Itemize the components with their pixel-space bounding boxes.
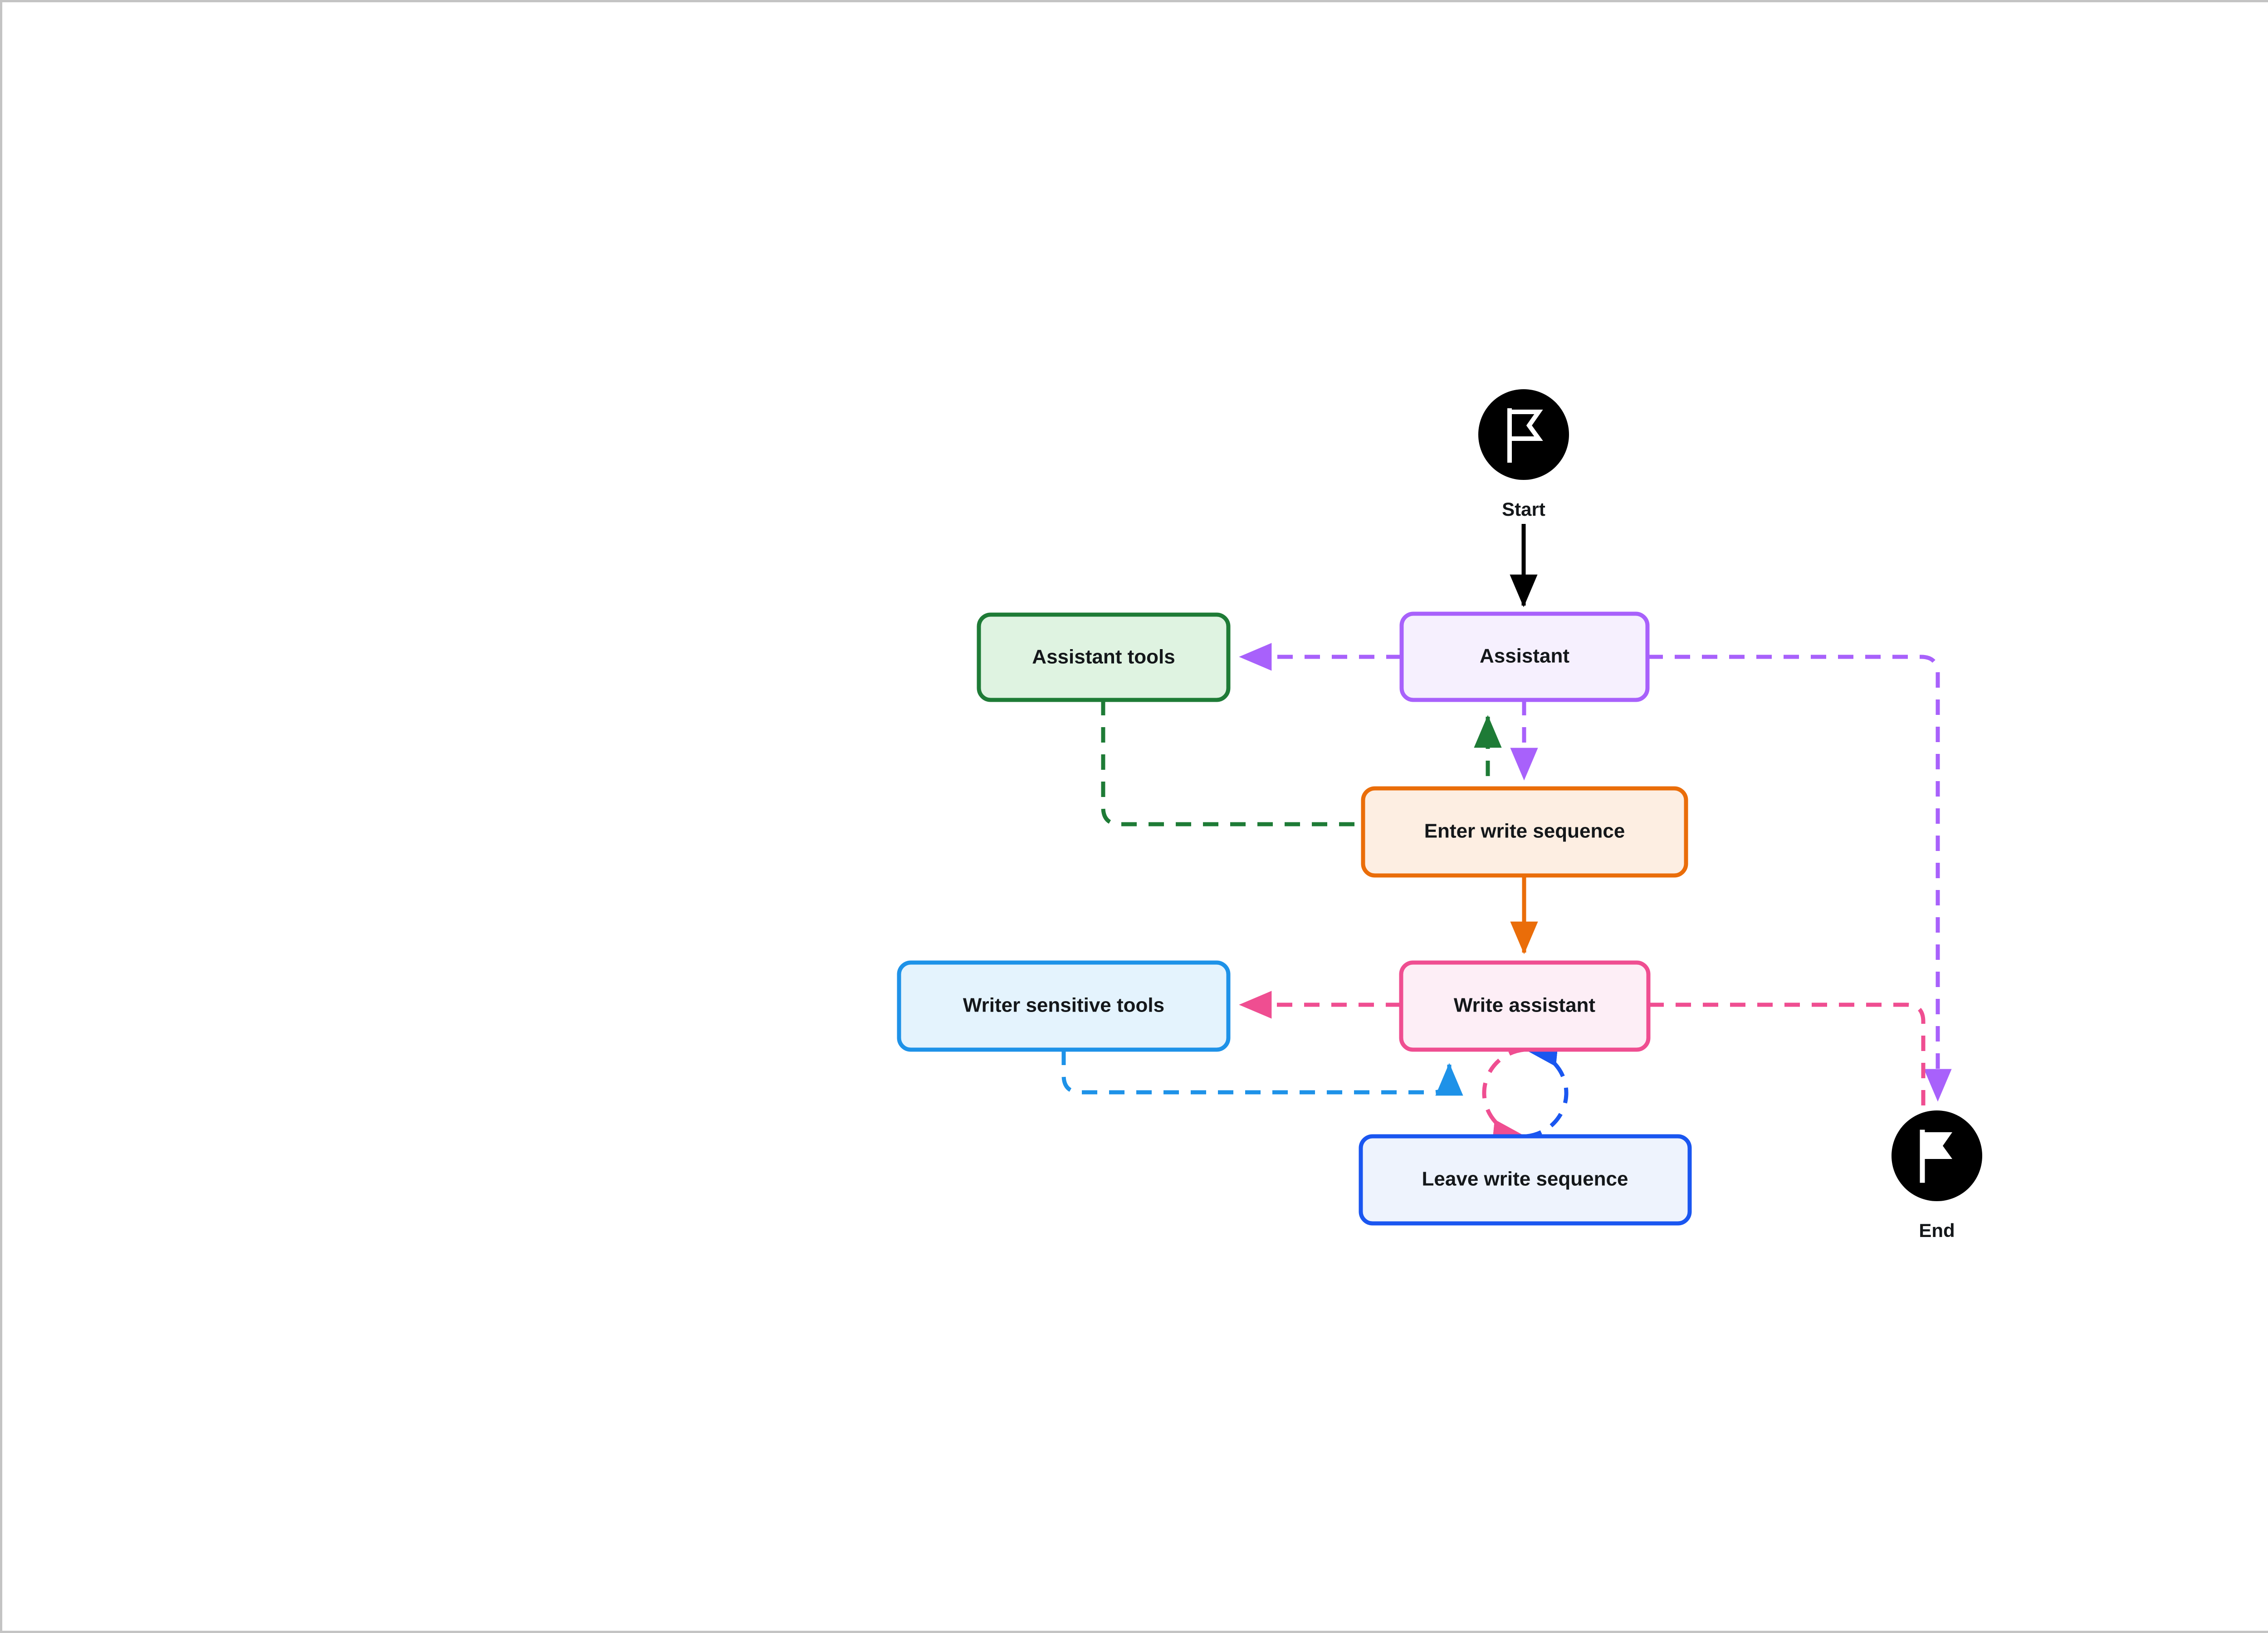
writer-sensitive-tools-box[interactable] xyxy=(897,960,1231,1052)
end-label: End xyxy=(1919,1220,1955,1241)
terminal-end[interactable]: End xyxy=(1892,1110,1982,1241)
node-leave-write-sequence[interactable]: Leave write sequence xyxy=(1359,1134,1692,1226)
start-label: Start xyxy=(1502,499,1545,520)
edge-assistant-tools-to-assistant xyxy=(1101,700,1502,826)
edge-leave-write-sequence-to-write-assistant xyxy=(1525,1039,1569,1139)
write-assistant-box[interactable] xyxy=(1399,960,1651,1052)
start-circle[interactable] xyxy=(1478,389,1569,480)
edge-assistant-to-end xyxy=(1647,655,1952,1102)
terminal-start[interactable]: Start xyxy=(1478,389,1569,520)
edge-write-assistant-to-end xyxy=(1648,1002,1926,1119)
edge-writer-sensitive-tools-to-write-assistant xyxy=(1061,1050,1463,1096)
node-assistant[interactable]: Assistant xyxy=(1399,611,1650,702)
node-assistant-tools[interactable]: Assistant tools xyxy=(977,612,1231,702)
flag-filled-icon xyxy=(1920,1129,1952,1183)
leave-write-sequence-box[interactable] xyxy=(1359,1134,1692,1226)
node-layer: Start End Assistant tools Assistant xyxy=(897,389,1982,1241)
assistant-box[interactable] xyxy=(1399,611,1650,702)
node-enter-write-sequence[interactable]: Enter write sequence xyxy=(1361,786,1688,878)
assistant-tools-box[interactable] xyxy=(977,612,1231,702)
node-writer-sensitive-tools[interactable]: Writer sensitive tools xyxy=(897,960,1231,1052)
edge-layer xyxy=(1061,524,1952,1147)
enter-write-sequence-box[interactable] xyxy=(1361,786,1688,878)
flag-outline-icon xyxy=(1507,408,1543,463)
node-write-assistant[interactable]: Write assistant xyxy=(1399,960,1651,1052)
edge-write-assistant-to-leave-write-sequence xyxy=(1482,1047,1526,1147)
